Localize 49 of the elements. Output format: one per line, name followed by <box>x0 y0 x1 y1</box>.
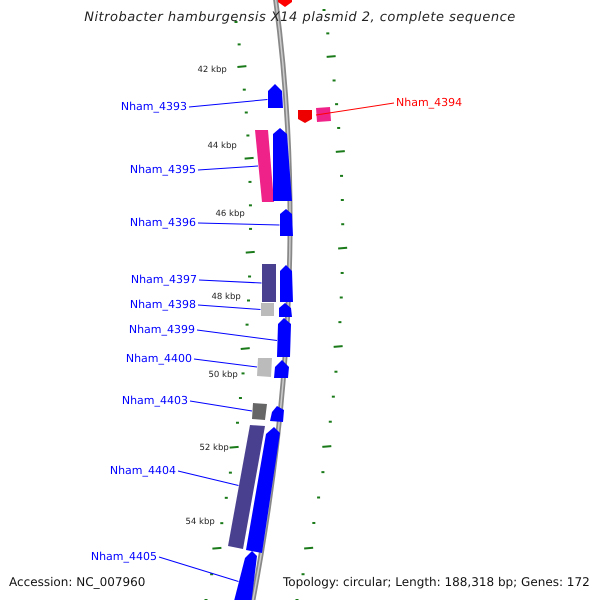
gene-feature <box>270 406 284 422</box>
leader-line <box>196 330 278 341</box>
gene-feature <box>280 209 293 236</box>
topology-text: Topology: circular; Length: 188,318 bp; Genes: 172 <box>283 575 590 589</box>
kbp-label: 50 kbp <box>208 370 238 380</box>
kbp-label: 54 kbp <box>186 517 215 527</box>
leader-line <box>198 166 258 170</box>
leader-line <box>198 280 262 284</box>
leader-line <box>198 304 261 310</box>
gene-feature <box>273 128 292 201</box>
leader-line <box>194 358 258 368</box>
gene-feature <box>274 360 289 378</box>
gene-block <box>262 264 276 302</box>
gene-label: Nham_4400 <box>126 352 192 365</box>
gene-label: Nham_4393 <box>120 100 187 113</box>
map-title: Nitrobacter hamburgensis X14 plasmid 2, complete sequence <box>83 10 517 25</box>
kbp-label: 48 kbp <box>212 292 241 302</box>
gene-block <box>252 403 267 420</box>
gene-label: Nham_4404 <box>110 464 176 477</box>
gene-block <box>261 303 274 316</box>
leader-line <box>158 556 239 582</box>
gene-feature <box>246 427 280 553</box>
gene-label: Nham_4396 <box>130 216 196 229</box>
kbp-label: 52 kbp <box>200 443 229 453</box>
gene-label: Nham_4394 <box>396 96 462 109</box>
gene-label: Nham_4399 <box>128 323 195 336</box>
gene-feature <box>233 551 257 600</box>
gene-feature <box>298 110 312 123</box>
gene-block <box>316 107 331 122</box>
leader-line <box>188 99 268 108</box>
leader-line <box>198 222 280 226</box>
gene-feature <box>279 303 292 317</box>
gene-block <box>228 425 265 549</box>
leader-line <box>178 470 239 486</box>
gene-label: Nham_4405 <box>90 550 157 563</box>
gene-feature <box>278 0 292 7</box>
leader-line <box>190 400 252 412</box>
gene-block <box>255 130 274 202</box>
gene-label: Nham_4395 <box>130 163 196 176</box>
gene-label: Nham_4403 <box>122 394 188 407</box>
gene-block <box>257 358 272 377</box>
kbp-label: 46 kbp <box>216 209 245 219</box>
gene-label: Nham_4397 <box>130 273 197 286</box>
accession-text: Accession: NC_007960 <box>9 575 146 589</box>
gene-feature <box>268 84 283 108</box>
kbp-label: 44 kbp <box>208 141 237 151</box>
kbp-label: 42 kbp <box>198 65 227 75</box>
gene-label: Nham_4398 <box>130 298 196 311</box>
leader-line <box>316 102 394 116</box>
